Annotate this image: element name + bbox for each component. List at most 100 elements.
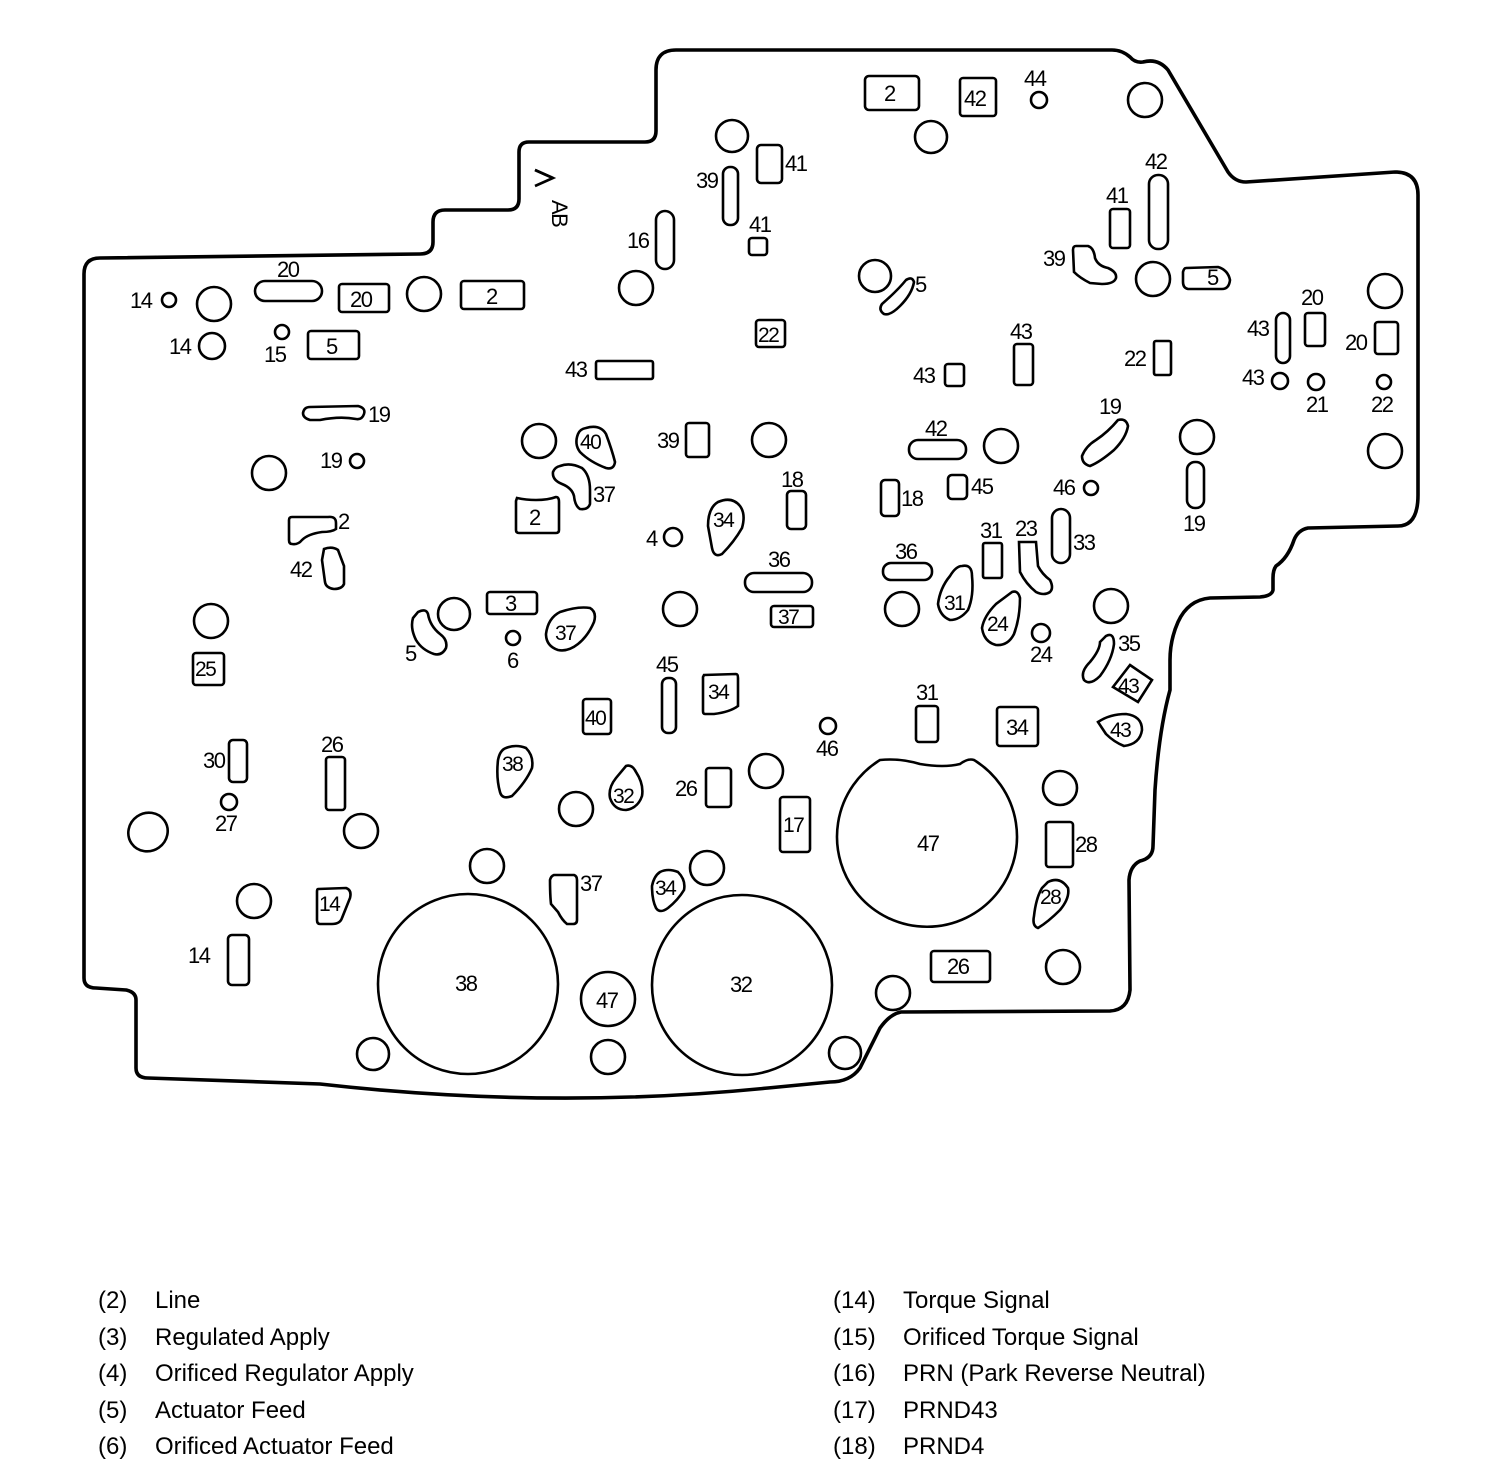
passage-outline	[160, 291, 178, 309]
passage-outline	[1017, 540, 1054, 596]
passage-outline	[980, 590, 1022, 647]
passage-2-pocket-center: 2	[514, 495, 561, 535]
passage-43-slot-h: 43	[565, 357, 655, 382]
hole	[1044, 948, 1082, 986]
passage-label: 46	[816, 736, 839, 761]
passage-outline	[943, 362, 966, 388]
legend-number: (15)	[833, 1323, 876, 1351]
hole	[127, 811, 169, 853]
passage-outline	[743, 571, 814, 594]
legend-item-prnd4: (18) PRND4	[833, 1429, 1206, 1466]
legend-text: Orificed Regulator Apply	[155, 1360, 414, 1387]
passage-label: 37	[580, 871, 603, 896]
passage-outline	[594, 359, 655, 381]
bore-38: 38	[376, 892, 560, 1076]
passage-43-slot-v: 43	[1247, 311, 1292, 365]
passage-label: 22	[758, 324, 779, 347]
passage-28-pocket: 28	[1032, 878, 1070, 930]
passage-outline	[654, 209, 676, 271]
passage-outline	[496, 744, 534, 799]
passage-outline	[320, 546, 346, 591]
passage-label: 24	[1030, 642, 1053, 667]
passage-19-slot: 19	[301, 402, 392, 427]
passage-outline	[879, 478, 901, 518]
passage-19-curved: 19	[1080, 394, 1130, 468]
passage-label: 14	[319, 893, 341, 916]
passage-label: 5	[915, 272, 927, 297]
legend-text: PRN (Park Reverse Neutral)	[903, 1360, 1206, 1387]
passage-40-pocket: 40	[575, 425, 617, 470]
passage-label: 43	[1110, 719, 1131, 742]
passage-37-lower: 37	[548, 871, 604, 926]
ab-marker-text: AB	[547, 200, 572, 227]
legend-number: (4)	[98, 1360, 128, 1387]
passage-19-small: 19	[320, 448, 366, 473]
passage-outline	[1306, 372, 1326, 392]
passage-42-top: 42	[958, 76, 998, 118]
passage-outline	[1012, 342, 1035, 387]
passage-outline	[315, 886, 352, 926]
passage-outline	[818, 716, 838, 736]
passage-outline	[1030, 622, 1052, 644]
passage-2-pocket-left: 2	[287, 509, 352, 546]
passage-outline	[1152, 339, 1173, 377]
passage-outline	[337, 282, 391, 314]
hole	[192, 602, 230, 640]
passage-label: 2	[884, 81, 896, 106]
passage-outline	[981, 541, 1004, 580]
hole	[1366, 432, 1404, 470]
legend-number: (18)	[833, 1433, 876, 1460]
passage-outline	[1050, 507, 1072, 565]
passage-label: 34	[713, 509, 735, 532]
passage-39-pocket: 39	[1043, 244, 1118, 286]
hole	[750, 421, 788, 459]
passage-outline	[754, 318, 787, 349]
passage-outline	[650, 868, 686, 913]
passage-outline	[881, 561, 934, 582]
passage-36-center: 36	[743, 547, 814, 594]
passage-label: 41	[749, 212, 772, 237]
passage-43-small-circle: 43	[1242, 365, 1290, 391]
passage-39-rect: 39	[657, 421, 711, 459]
passage-43-teardrop: 43	[1096, 712, 1144, 748]
passage-label: 19	[320, 448, 343, 473]
passage-outline	[1375, 373, 1393, 391]
passage-37-rect: 37	[769, 604, 815, 629]
passage-label: 16	[627, 228, 650, 253]
passage-label: 42	[925, 416, 948, 441]
passage-label: 25	[195, 658, 216, 681]
passage-46-right: 46	[1053, 475, 1100, 500]
passage-2-rect: 2	[459, 279, 526, 311]
passage-outline	[1111, 663, 1154, 704]
passage-outline	[514, 495, 561, 535]
passage-14-small: 14	[130, 288, 178, 313]
passage-outline	[1029, 90, 1049, 110]
passage-20-far-right: 20	[1345, 320, 1400, 356]
passage-label: 43	[1010, 319, 1033, 344]
passage-3: 3	[485, 590, 539, 616]
passage-label: 40	[585, 707, 606, 730]
passage-42-pocket-left: 42	[290, 546, 346, 591]
hole	[827, 1035, 863, 1071]
passage-27: 27	[215, 792, 239, 836]
hole	[1092, 587, 1130, 625]
passage-label: 36	[768, 547, 791, 572]
legend-number: (6)	[98, 1433, 128, 1460]
passage-label: 14	[188, 943, 211, 968]
passage-22-far-right: 22	[1371, 373, 1395, 417]
passage-outline	[1032, 878, 1070, 930]
passage-outline	[459, 279, 526, 311]
passage-23: 23	[1015, 516, 1054, 596]
passage-33: 33	[1050, 507, 1097, 565]
hole	[1366, 272, 1404, 310]
passage-outline	[721, 165, 740, 227]
legend-text: PRND43	[903, 1396, 998, 1424]
passage-label: 28	[1040, 886, 1061, 909]
passage-label: 19	[1099, 394, 1122, 419]
passage-outline	[995, 705, 1040, 748]
passage-outline	[936, 564, 974, 622]
passage-5-rect: 5	[306, 329, 361, 361]
passage-label: 21	[1306, 392, 1329, 417]
passage-outline	[1082, 479, 1100, 497]
passage-14-circle: 14	[169, 331, 227, 361]
